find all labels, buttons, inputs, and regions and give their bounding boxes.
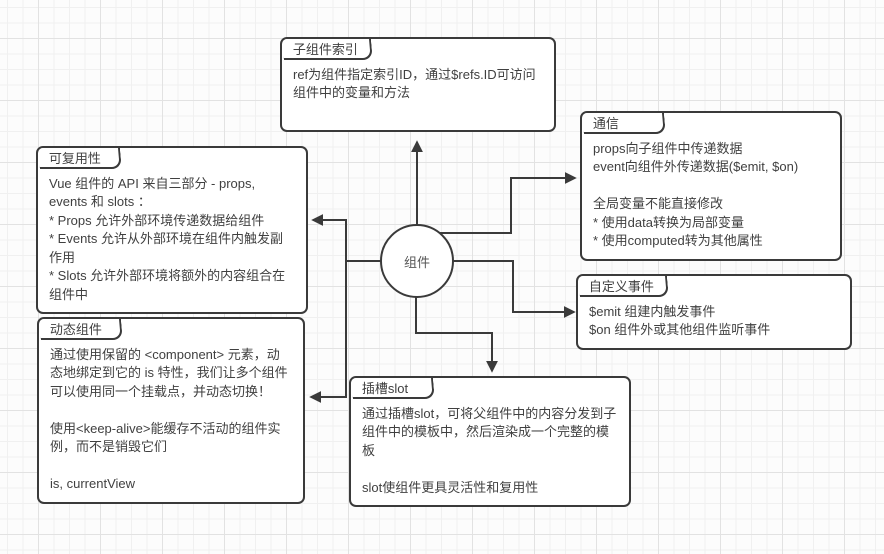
note-body: ref为组件指定索引ID，通过$refs.ID可访问组件中的变量和方法 xyxy=(293,67,536,101)
note-communication[interactable]: 通信 props向子组件中传递数据 event向组件外传递数据($emit, $… xyxy=(580,111,842,261)
note-title-tab: 自定义事件 xyxy=(578,276,669,297)
note-dynamic-component[interactable]: 动态组件 通过使用保留的 <component> 元素，动态地绑定到它的 is … xyxy=(37,317,305,504)
note-body: Vue 组件的 API 来自三部分 - props, events 和 slot… xyxy=(49,176,286,302)
note-body: 通过插槽slot，可将父组件中的内容分发到子组件中的模板中，然后渲染成一个完整的… xyxy=(362,406,617,495)
note-title: 可复用性 xyxy=(48,151,101,166)
note-slot[interactable]: 插槽slot 通过插槽slot，可将父组件中的内容分发到子组件中的模板中，然后渲… xyxy=(349,376,631,508)
note-child-component-ref[interactable]: 子组件索引 ref为组件指定索引ID，通过$refs.ID可访问组件中的变量和方… xyxy=(280,37,556,132)
note-body: $emit 组建内触发事件 $on 组件外或其他组件监听事件 xyxy=(589,304,771,338)
connector-component-to-custom-events xyxy=(417,260,576,318)
center-node-component[interactable]: 组件 xyxy=(380,224,454,298)
note-title-tab: 通信 xyxy=(582,113,666,134)
note-body: props向子组件中传递数据 event向组件外传递数据($emit, $on)… xyxy=(593,141,799,249)
note-title-tab: 子组件索引 xyxy=(282,39,373,60)
note-reusability[interactable]: 可复用性 Vue 组件的 API 来自三部分 - props, events 和… xyxy=(36,146,308,315)
note-title-tab: 可复用性 xyxy=(38,148,122,169)
note-custom-events[interactable]: 自定义事件 $emit 组建内触发事件 $on 组件外或其他组件监听事件 xyxy=(576,274,852,350)
note-body: 通过使用保留的 <component> 元素，动态地绑定到它的 is 特性，我们… xyxy=(50,347,288,492)
note-title: 插槽slot xyxy=(361,381,409,396)
note-title-tab: 插槽slot xyxy=(351,378,435,399)
note-title-tab: 动态组件 xyxy=(39,319,123,340)
connector-component-to-dynamic xyxy=(309,261,347,403)
note-title: 动态组件 xyxy=(49,322,102,337)
note-title: 自定义事件 xyxy=(588,279,654,294)
note-title: 通信 xyxy=(592,116,619,131)
connector-component-to-communication xyxy=(417,172,577,234)
center-node-label: 组件 xyxy=(403,254,430,270)
note-title: 子组件索引 xyxy=(292,42,358,57)
